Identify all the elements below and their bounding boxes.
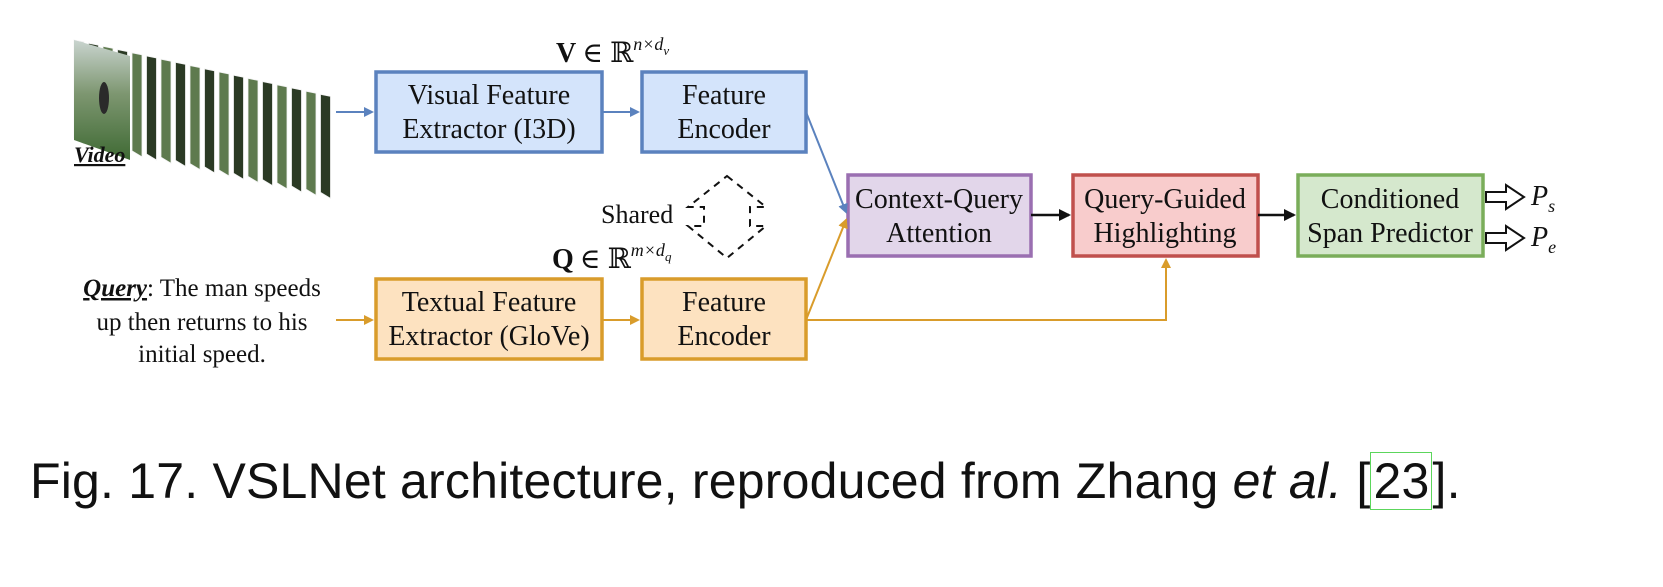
svg-text:Attention: Attention bbox=[886, 218, 992, 249]
textual-encoder-to-attention-arrow bbox=[805, 218, 848, 321]
citation-link[interactable]: 23 bbox=[1370, 452, 1433, 510]
svg-text:Query-Guided: Query-Guided bbox=[1084, 184, 1246, 215]
svg-text:Feature: Feature bbox=[682, 80, 766, 111]
video-frame bbox=[233, 74, 244, 180]
textual-encoder-to-highlighting-arrow bbox=[806, 258, 1171, 321]
video-frame bbox=[218, 71, 230, 177]
video-frame bbox=[320, 93, 331, 200]
svg-text:Textual Feature: Textual Feature bbox=[402, 287, 577, 318]
visual-feature-extractor-box: Visual Feature Extractor (I3D) bbox=[374, 70, 604, 154]
video-frame bbox=[262, 81, 273, 187]
video-frame bbox=[175, 61, 186, 168]
conditioned-span-predictor-box: Conditioned Span Predictor bbox=[1296, 173, 1485, 258]
svg-text:Highlighting: Highlighting bbox=[1093, 218, 1236, 249]
svg-text:Extractor (I3D): Extractor (I3D) bbox=[402, 114, 575, 145]
svg-text:up then returns to his: up then returns to his bbox=[96, 309, 307, 336]
video-frame bbox=[305, 90, 317, 196]
query-guided-highlighting-box: Query-Guided Highlighting bbox=[1071, 173, 1260, 258]
svg-text:Context-Query: Context-Query bbox=[855, 184, 1023, 215]
context-query-attention-box: Context-Query Attention bbox=[846, 173, 1033, 258]
video-frame bbox=[291, 87, 302, 193]
video-frame bbox=[247, 77, 259, 184]
svg-text:Extractor (GloVe): Extractor (GloVe) bbox=[388, 321, 589, 352]
video-frame bbox=[146, 55, 157, 161]
shared-arrow-icon bbox=[685, 174, 769, 260]
video-frame bbox=[160, 58, 172, 164]
output-start-arrow-icon bbox=[1485, 183, 1526, 211]
svg-text:Feature: Feature bbox=[682, 287, 766, 318]
video-frame bbox=[131, 52, 143, 158]
output-end-label: Pe bbox=[1530, 222, 1556, 257]
video-label: Video bbox=[74, 142, 125, 167]
query-label: Query bbox=[83, 275, 148, 302]
svg-text:Encoder: Encoder bbox=[677, 114, 771, 145]
textual-feature-extractor-box: Textual Feature Extractor (GloVe) bbox=[374, 277, 604, 361]
video-person bbox=[99, 82, 109, 114]
figure-caption: Fig. 17. VSLNet architecture, reproduced… bbox=[30, 452, 1461, 510]
visual-feature-encoder-box: Feature Encoder bbox=[640, 70, 808, 154]
query-text: Query: The man speeds up then returns to… bbox=[83, 275, 321, 368]
q-dimension-label: Q∈ ℝm×dq bbox=[552, 240, 672, 275]
svg-text:Conditioned: Conditioned bbox=[1321, 184, 1459, 215]
video-frame bbox=[189, 65, 201, 171]
svg-text:initial speed.: initial speed. bbox=[138, 341, 266, 368]
svg-text:Span Predictor: Span Predictor bbox=[1307, 218, 1473, 249]
video-frames-icon bbox=[73, 39, 331, 200]
svg-text:Visual Feature: Visual Feature bbox=[408, 80, 570, 111]
video-frame bbox=[204, 68, 215, 174]
output-start-label: Ps bbox=[1530, 181, 1555, 216]
v-dimension-label: V∈ ℝn×dv bbox=[556, 34, 669, 69]
caption-et-al: et al. bbox=[1232, 453, 1343, 509]
textual-feature-encoder-box: Feature Encoder bbox=[640, 277, 808, 361]
shared-label: Shared bbox=[601, 200, 673, 229]
output-end-arrow-icon bbox=[1485, 224, 1526, 252]
svg-text:Query: The man speeds: Query: The man speeds bbox=[83, 275, 321, 302]
svg-text:Encoder: Encoder bbox=[677, 321, 771, 352]
visual-encoder-to-attention-arrow bbox=[805, 111, 848, 214]
video-frame bbox=[276, 84, 288, 190]
